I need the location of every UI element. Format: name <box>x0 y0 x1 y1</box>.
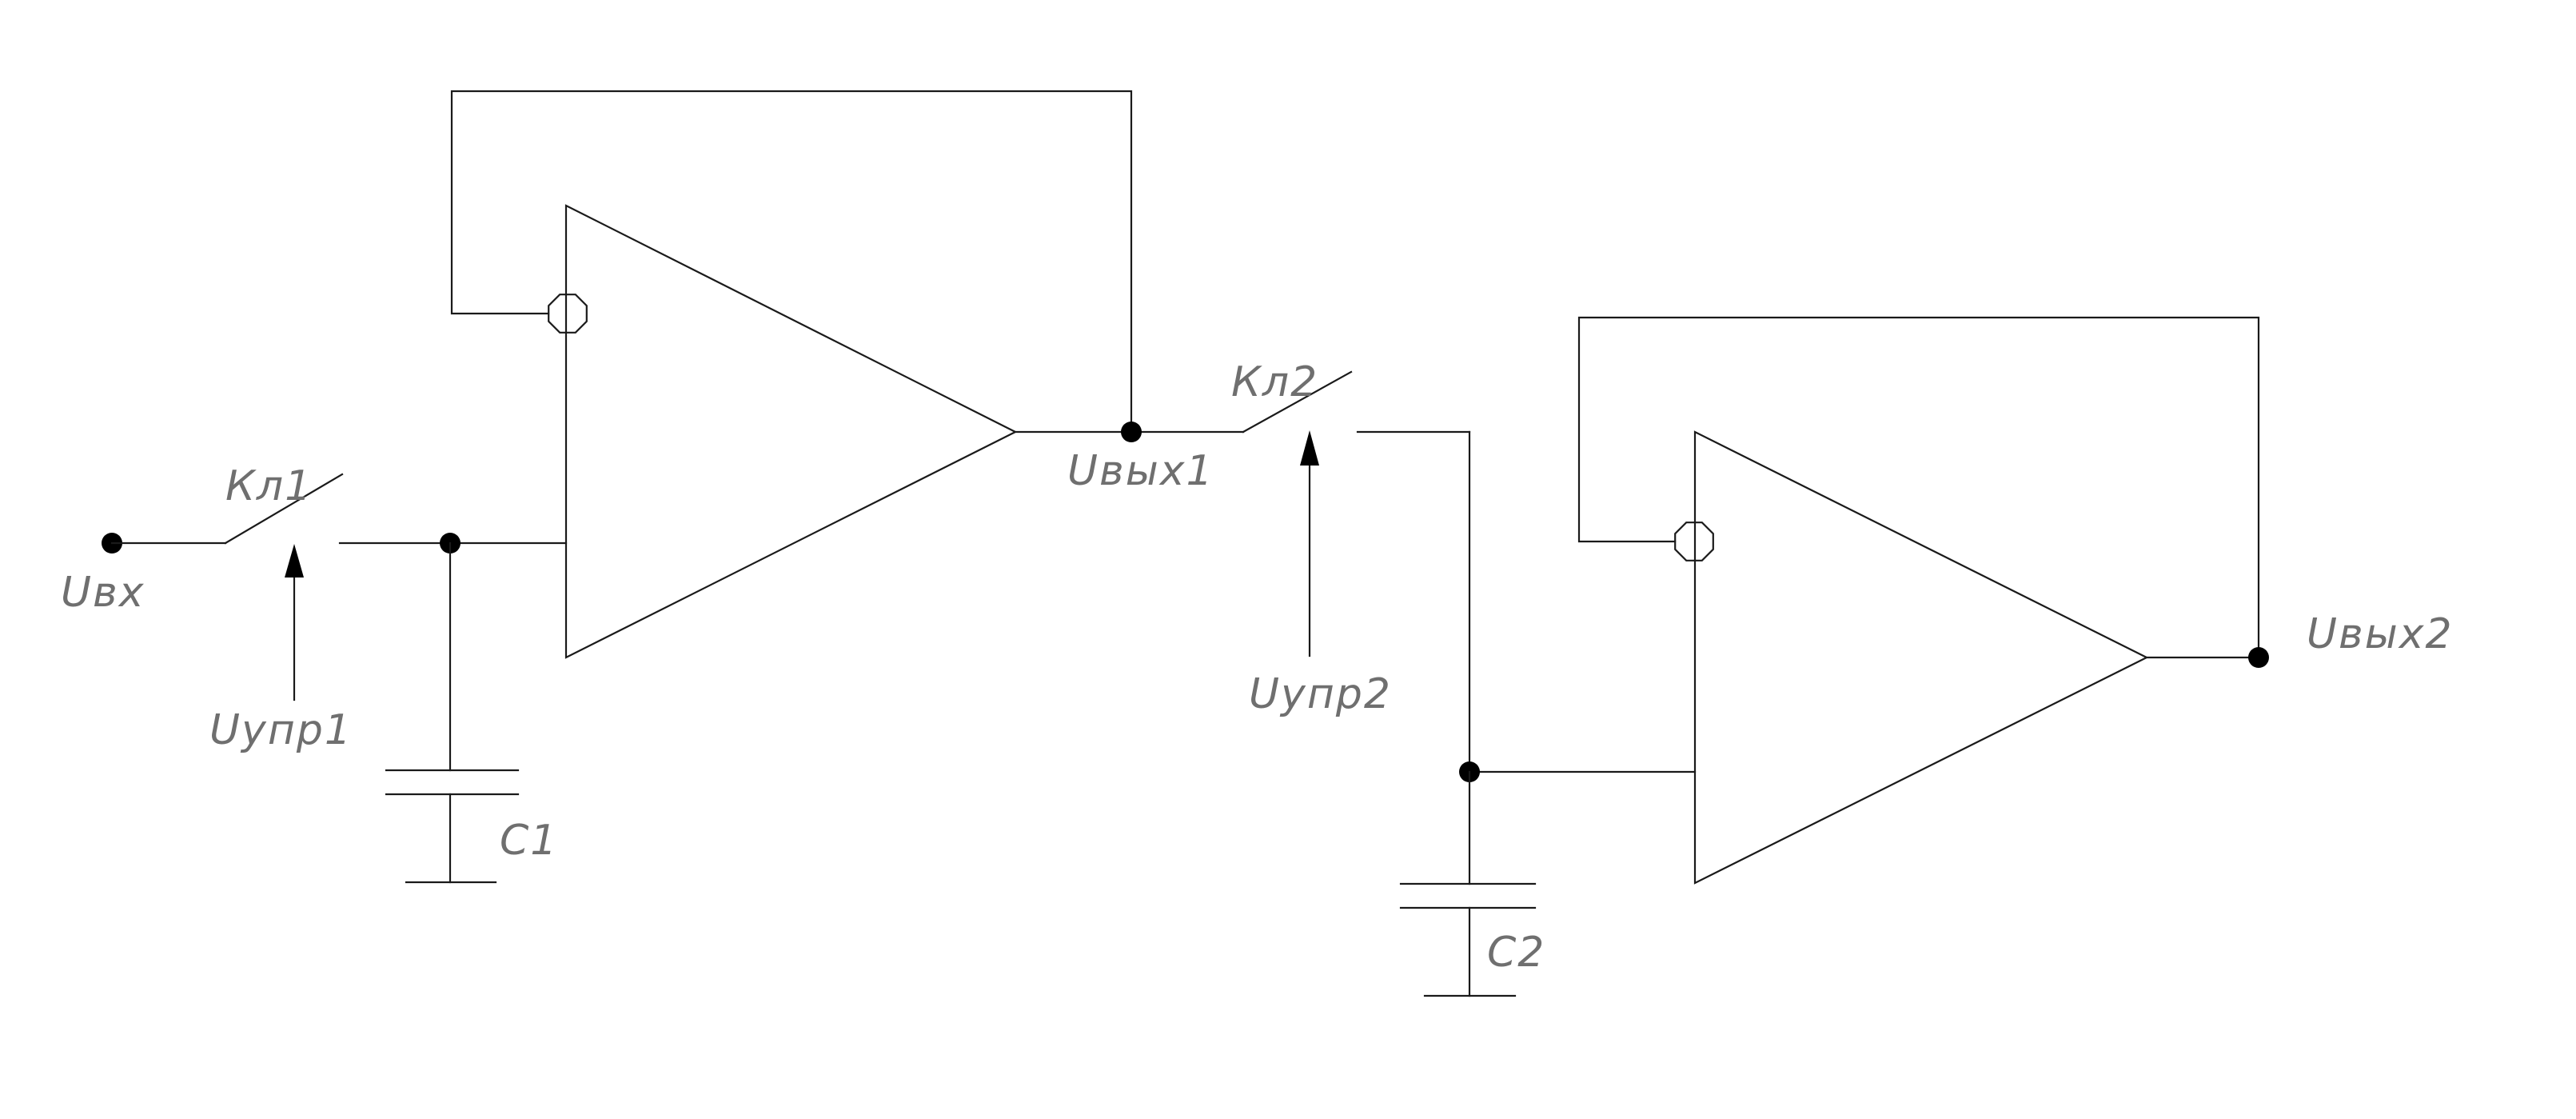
switch-2-blade <box>1242 370 1353 434</box>
opamp-2-inverting-input-marker <box>1674 522 1714 561</box>
switch-2 <box>1242 370 1471 657</box>
stage-1 <box>102 90 1245 884</box>
opamp-1-inverting-input-marker <box>548 294 588 334</box>
opamp-2-feedback <box>1577 316 2260 659</box>
label-control-2: Uупр2 <box>1249 670 1392 718</box>
label-switch-2: Кл2 <box>1231 358 1318 406</box>
label-cap-1: C1 <box>500 817 558 865</box>
output-2-terminal <box>2248 647 2269 668</box>
opamp-1 <box>564 204 1018 659</box>
opamp-2 <box>1693 430 2149 885</box>
label-cap-2: C2 <box>1487 929 1545 977</box>
capacitor-c2 <box>1399 770 1537 997</box>
opamp-2-input-wire <box>1468 430 1697 773</box>
stage-2 <box>1242 316 2269 997</box>
node-output-1 <box>1121 422 1142 442</box>
label-output-1: Uвых1 <box>1067 447 1214 495</box>
capacitor-c1 <box>385 542 520 884</box>
switch-2-control-arrow <box>1300 430 1319 466</box>
opamp-1-feedback <box>450 90 1133 434</box>
switch-1-control-arrow <box>285 544 304 577</box>
label-control-1: Uупр1 <box>209 706 353 754</box>
labels: Uвх Кл1 Uупр1 C1 Uвых1 Кл2 Uупр2 C2 Uвых… <box>61 358 2454 977</box>
label-input-voltage: Uвх <box>61 569 145 617</box>
label-switch-1: Кл1 <box>225 462 313 510</box>
label-output-2: Uвых2 <box>2307 610 2454 658</box>
switch-1-blade <box>224 473 344 545</box>
switch-1 <box>224 473 452 701</box>
